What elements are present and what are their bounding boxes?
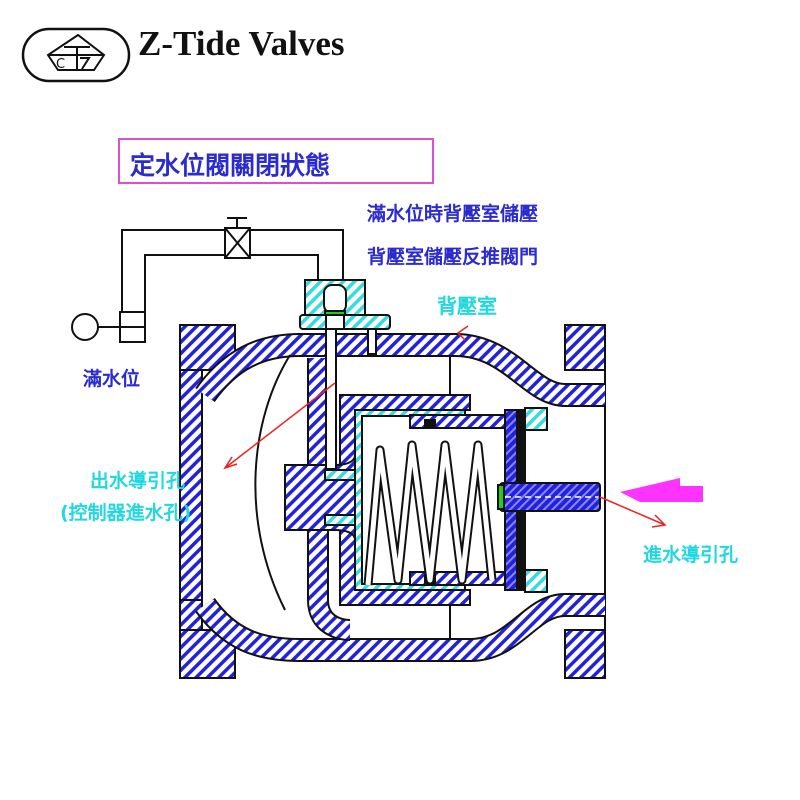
left-flange <box>179 324 236 679</box>
note-line-2: 背壓室儲壓反推閥門 <box>367 246 539 268</box>
outlet-nozzle <box>284 454 356 541</box>
brand-logo: C <box>21 27 131 83</box>
brand-name: Z-Tide Valves <box>138 24 345 63</box>
label-full-water-level: 滿水位 <box>83 368 141 390</box>
label-outlet-pilot-hole: 出水導引孔 <box>90 470 186 492</box>
label-inlet-pilot-hole: 進水導引孔 <box>643 544 739 566</box>
diagram-title-box: 定水位閥關閉狀態 <box>118 138 434 184</box>
label-back-pressure-chamber: 背壓室 <box>437 294 497 318</box>
svg-text:C: C <box>56 57 65 72</box>
flow-arrow-icon <box>620 478 703 502</box>
valve-body <box>195 333 605 662</box>
pilot-pipe <box>121 229 344 312</box>
leader-lines <box>223 325 667 528</box>
valve-disc-stem <box>497 407 601 593</box>
diagram-title: 定水位閥關閉狀態 <box>130 151 331 180</box>
spring <box>363 440 497 586</box>
label-controller-inlet-hole: (控制器進水孔) <box>60 502 192 524</box>
note-line-1: 滿水位時背壓室儲壓 <box>367 203 539 225</box>
needle-valve-symbol <box>224 217 251 259</box>
float-ball <box>71 311 146 343</box>
right-flange <box>564 324 606 679</box>
top-fitting <box>299 279 391 470</box>
